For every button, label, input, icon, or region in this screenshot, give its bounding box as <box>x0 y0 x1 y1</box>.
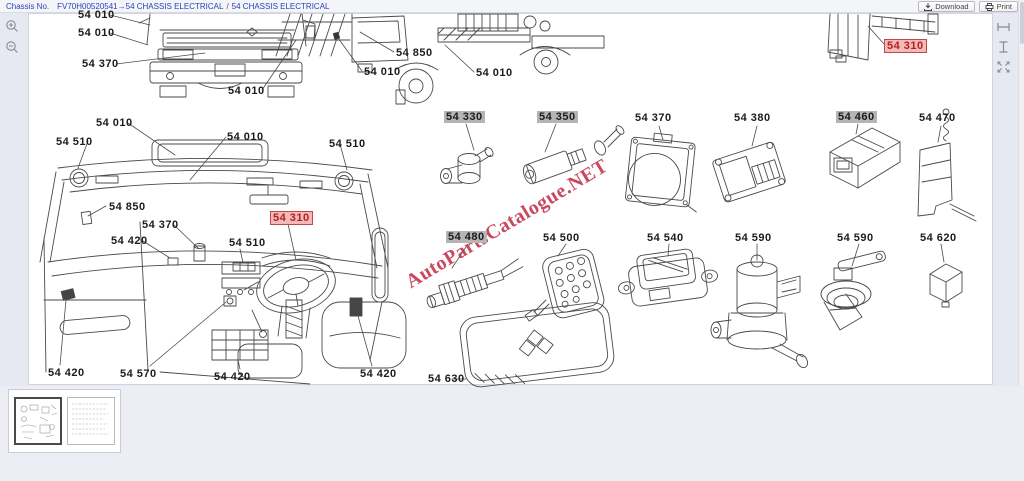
expand-arrows-icon <box>997 61 1009 73</box>
vertical-scrollbar[interactable] <box>1018 0 1024 481</box>
download-icon <box>924 2 933 11</box>
download-button[interactable]: Download <box>918 1 975 12</box>
part-callout[interactable]: 54 010 <box>96 117 133 129</box>
part-callout[interactable]: 54 570 <box>120 368 157 380</box>
part-callout[interactable]: 54 010 <box>78 27 115 39</box>
magnifier-plus-icon <box>6 20 18 32</box>
part-callout[interactable]: 54 630 <box>428 373 465 385</box>
zoom-in-button[interactable] <box>4 18 20 34</box>
part-callout[interactable]: 54 420 <box>214 371 251 383</box>
bottom-bar <box>0 386 1024 481</box>
print-button[interactable]: Print <box>978 1 1018 12</box>
right-toolbar <box>995 19 1011 75</box>
part-callout[interactable]: 54 540 <box>647 232 684 244</box>
part-callout[interactable]: 54 420 <box>111 235 148 247</box>
thumbnail-panel <box>8 389 121 453</box>
thumbnail-page-1[interactable] <box>14 397 62 445</box>
part-callout[interactable]: 54 420 <box>360 368 397 380</box>
part-callout[interactable]: 54 350 <box>537 111 578 123</box>
left-toolbar <box>4 18 20 55</box>
part-callout[interactable]: 54 330 <box>444 111 485 123</box>
fit-height-button[interactable] <box>995 39 1011 55</box>
part-callout[interactable]: 54 510 <box>329 138 366 150</box>
chassis-no-value: FV70H00520541 <box>57 1 118 11</box>
thumbnail-page-2[interactable] <box>67 397 115 445</box>
download-button-label: Download <box>935 2 969 11</box>
part-callout[interactable]: 54 310 <box>884 39 927 53</box>
fit-page-button[interactable] <box>995 59 1011 75</box>
zoom-out-button[interactable] <box>4 39 20 55</box>
thumbnail-1-sketch <box>20 404 58 440</box>
part-callout[interactable]: 54 010 <box>476 67 513 79</box>
printer-icon <box>985 2 994 11</box>
magnifier-minus-icon <box>6 41 18 53</box>
part-callout[interactable]: 54 590 <box>735 232 772 244</box>
part-callout[interactable]: 54 010 <box>227 131 264 143</box>
thumbnail-2-sketch <box>72 403 108 435</box>
part-callout[interactable]: 54 500 <box>543 232 580 244</box>
fit-width-button[interactable] <box>995 19 1011 35</box>
part-callout[interactable]: 54 620 <box>920 232 957 244</box>
part-callout[interactable]: 54 460 <box>836 111 877 123</box>
print-button-label: Print <box>996 2 1012 11</box>
part-callout[interactable]: 54 470 <box>919 112 956 124</box>
part-callout[interactable]: 54 010 <box>364 66 401 78</box>
topbar-buttons: Download Print <box>918 1 1018 12</box>
part-callout[interactable]: 54 420 <box>48 367 85 379</box>
part-callout[interactable]: 54 370 <box>635 112 672 124</box>
chassis-no-label: Chassis No. <box>6 1 50 11</box>
part-callout[interactable]: 54 850 <box>109 201 146 213</box>
part-callout[interactable]: 54 010 <box>78 9 115 21</box>
part-callout[interactable]: 54 310 <box>270 211 313 225</box>
vertical-i-beam-icon <box>999 41 1007 53</box>
part-callout[interactable]: 54 510 <box>56 136 93 148</box>
breadcrumb-link-figure[interactable]: 54 CHASSIS ELECTRICAL <box>231 1 330 11</box>
breadcrumb-arrow-icon: → <box>117 1 126 11</box>
top-bar: Chassis No. FV70H00520541 → 54 CHASSIS E… <box>0 0 1024 13</box>
part-callout[interactable]: 54 510 <box>229 237 266 249</box>
part-callout[interactable]: 54 370 <box>142 219 179 231</box>
scrollbar-thumb[interactable] <box>1020 2 1024 44</box>
part-callout[interactable]: 54 380 <box>734 112 771 124</box>
part-callout[interactable]: 54 590 <box>837 232 874 244</box>
part-callout[interactable]: 54 010 <box>228 85 265 97</box>
part-callout[interactable]: 54 370 <box>82 58 119 70</box>
part-callout[interactable]: 54 480 <box>446 231 487 243</box>
breadcrumb-separator: / <box>226 1 229 11</box>
part-callout[interactable]: 54 850 <box>396 47 433 59</box>
horizontal-i-beam-icon <box>996 23 1010 31</box>
breadcrumb-link-section[interactable]: 54 CHASSIS ELECTRICAL <box>125 1 224 11</box>
